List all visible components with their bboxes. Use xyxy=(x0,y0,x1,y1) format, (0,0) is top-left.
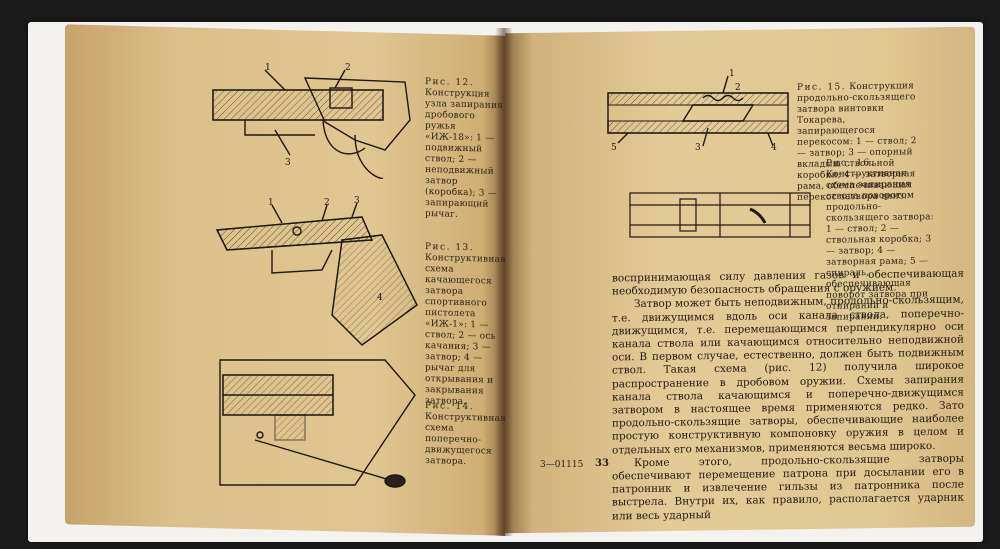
fig15-callout-2: 2 xyxy=(735,83,741,93)
fig13-callout-3: 3 xyxy=(354,196,360,206)
printer-signature: 3—01115 xyxy=(540,460,584,470)
caption-fig12: Рис. 12. Конструкция узла запирания дроб… xyxy=(425,77,505,222)
caption-fig12-label: Рис. 12. xyxy=(425,76,475,89)
caption-fig14-label: Рис. 14. xyxy=(425,400,475,413)
fig12-callout-2: 2 xyxy=(345,63,351,73)
caption-fig13: Рис. 13. Конструктивная схема качающегос… xyxy=(425,241,506,409)
caption-fig16-label: Рис. 16. xyxy=(826,158,876,169)
fig16-drawing xyxy=(629,192,811,238)
caption-fig14: Рис. 14. Конструктивная схема поперечно-… xyxy=(425,400,506,469)
caption-fig12-text: Конструкция узла запирания дробового руж… xyxy=(425,87,504,220)
fig12-drawing: 1 2 3 xyxy=(212,63,411,179)
fig13-callout-1: 1 xyxy=(268,198,274,208)
fig15-callout-1: 1 xyxy=(729,69,735,79)
caption-fig13-label: Рис. 13. xyxy=(425,241,475,254)
fig15-drawing: 1 2 3 4 5 xyxy=(607,69,789,153)
fig12-callout-1: 1 xyxy=(265,63,271,73)
book-gutter xyxy=(495,28,513,536)
fig13-drawing: 1 2 3 4 xyxy=(215,196,418,346)
fig15-callout-5: 5 xyxy=(611,143,617,153)
fig15-callout-4: 4 xyxy=(771,143,777,153)
paragraph-3: Кроме этого, продольно-скользящие затвор… xyxy=(612,452,964,523)
fig13-callout-4: 4 xyxy=(377,293,383,303)
caption-fig15-label: Рис. 15. xyxy=(797,82,847,93)
caption-fig13-text: Конструктивная схема качающегося затвора… xyxy=(425,252,506,408)
fig13-callout-2: 2 xyxy=(324,198,330,208)
fig15-callout-3: 3 xyxy=(695,143,701,153)
fig14-drawing xyxy=(219,359,416,488)
page-number: 33 xyxy=(595,458,609,469)
caption-fig14-text: Конструктивная схема поперечно-движущего… xyxy=(425,411,506,468)
paragraph-2: Затвор может быть неподвижным, продольно… xyxy=(612,293,964,457)
body-text: воспринимающая силу давления газов и обе… xyxy=(612,268,964,524)
fig12-callout-3: 3 xyxy=(285,158,291,168)
